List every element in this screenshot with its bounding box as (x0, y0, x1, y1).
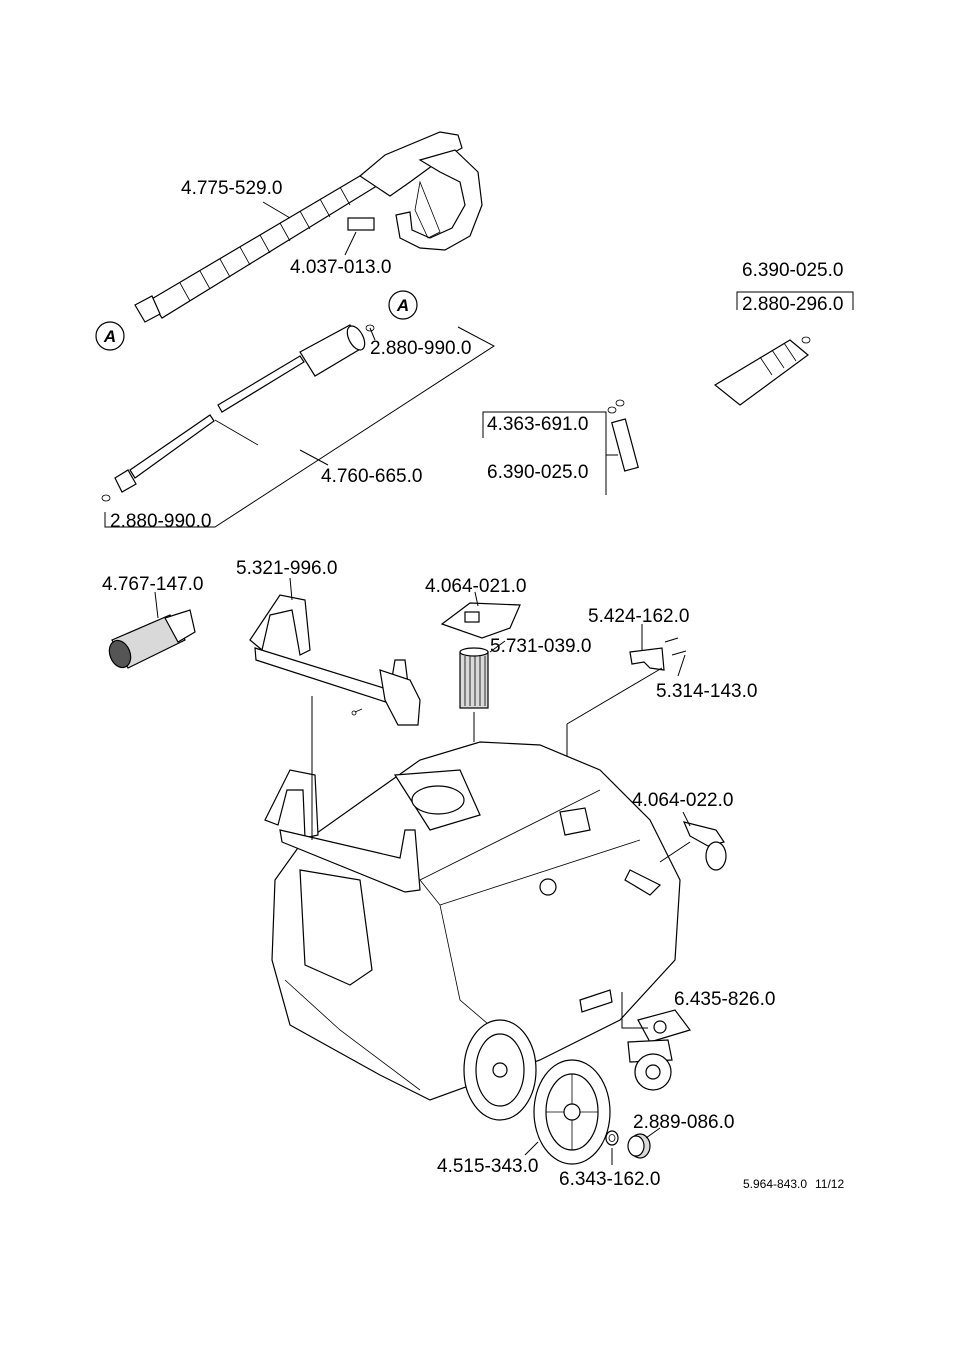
filter-cover (442, 603, 520, 638)
wheel (534, 1060, 610, 1164)
filter-element (460, 648, 488, 708)
label-wheel-cap: 2.889-086.0 (633, 1112, 734, 1133)
label-bracket: 5.424-162.0 (588, 606, 689, 627)
label-oring-hose: 2.880-296.0 (742, 294, 843, 315)
label-oring-lance-top: 2.880-990.0 (370, 338, 471, 359)
label-pin: 5.314-143.0 (656, 681, 757, 702)
doc-number: 5.964-843.0 (743, 1177, 807, 1191)
label-nozzle: 4.767-147.0 (102, 574, 203, 595)
callout-a-1: A (96, 322, 124, 350)
label-hose-bottom: 6.390-025.0 (487, 462, 588, 483)
washer (606, 1131, 618, 1145)
nozzle (105, 610, 195, 671)
castor (628, 1010, 690, 1090)
machine-wheel (464, 1020, 536, 1120)
label-oring-lance-bottom: 2.880-990.0 (110, 511, 211, 532)
label-spray-lance: 4.760-665.0 (321, 466, 422, 487)
callout-a-2: A (389, 291, 417, 319)
label-swivel: 4.363-691.0 (487, 414, 588, 435)
svg-text:A: A (396, 296, 409, 315)
label-lock-clip: 4.037-013.0 (290, 257, 391, 278)
trigger-gun (135, 132, 482, 322)
svg-text:A: A (103, 327, 116, 346)
label-hose-top: 6.390-025.0 (742, 260, 843, 281)
label-wheel: 4.515-343.0 (437, 1156, 538, 1177)
label-filter-cover: 4.064-021.0 (425, 576, 526, 597)
push-handle (250, 595, 420, 725)
label-hose-holder: 4.064-022.0 (632, 790, 733, 811)
high-pressure-hose (608, 337, 810, 513)
label-trigger-gun: 4.775-529.0 (181, 178, 282, 199)
label-castor: 6.435-826.0 (674, 989, 775, 1010)
bracket (630, 638, 686, 670)
label-washer: 6.343-162.0 (559, 1169, 660, 1190)
doc-date: 11/12 (815, 1177, 844, 1191)
label-filter: 5.731-039.0 (490, 636, 591, 657)
label-push-handle: 5.321-996.0 (236, 558, 337, 579)
hose-holder (684, 822, 726, 870)
